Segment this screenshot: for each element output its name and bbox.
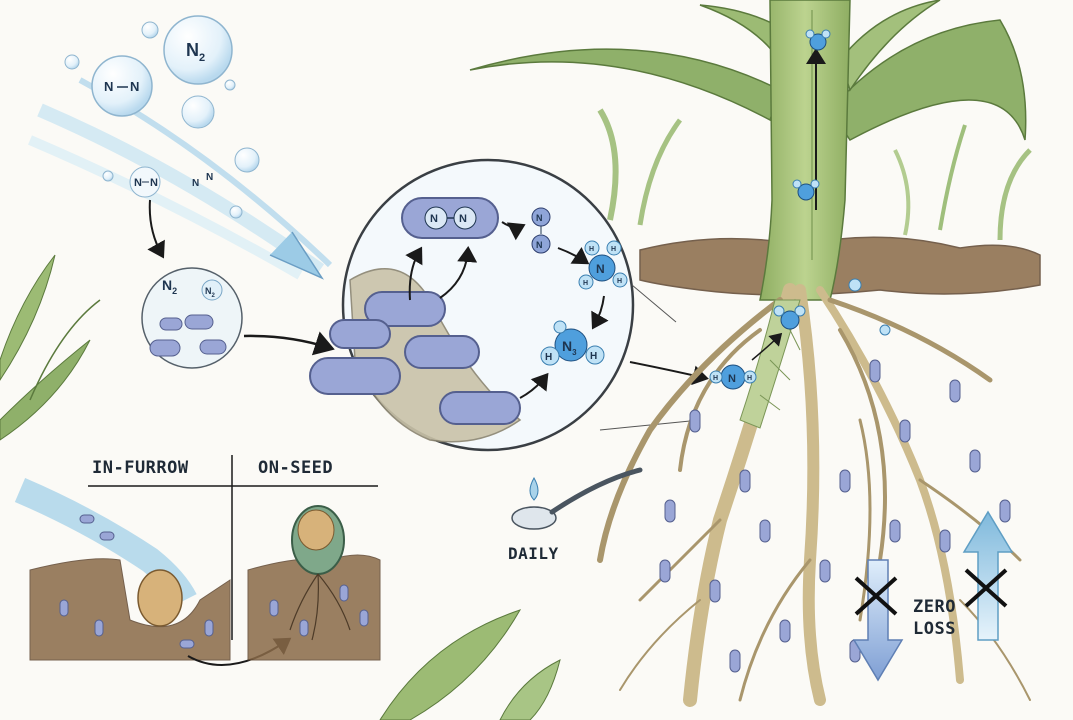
svg-text:N: N (150, 177, 158, 189)
svg-text:N: N (596, 262, 605, 276)
leaf-icon (0, 254, 101, 441)
ammonia-molecule-icon: N3 H H (540, 320, 605, 366)
cross-icon (964, 568, 1008, 608)
nitrogen-molecule-icon: N N (192, 172, 213, 189)
zero-loss-label: ZERO LOSS (913, 596, 956, 640)
n2-label: N2 (186, 40, 205, 64)
svg-text:N: N (206, 172, 213, 183)
bacteria-icon (199, 339, 227, 355)
cross-icon (854, 576, 898, 616)
ammonia-molecule-icon (805, 29, 831, 51)
bacteria-icon (149, 339, 181, 357)
spoon-icon (511, 467, 643, 530)
n3-label: N3 (562, 338, 577, 357)
svg-text:N: N (536, 240, 543, 250)
svg-text:N2: N2 (162, 277, 177, 296)
daily-label: DAILY (508, 544, 559, 563)
svg-text:H: H (583, 280, 588, 287)
svg-text:H: H (590, 351, 597, 362)
svg-text:N: N (130, 79, 139, 94)
nitrogen-bubble-icon: N2 (163, 15, 233, 85)
small-bacteria-bubble: N2 N2 (141, 267, 243, 369)
on-seed-label: ON-SEED (258, 458, 334, 478)
seed-icon (137, 569, 183, 627)
svg-text:N: N (728, 373, 736, 385)
leaf-icon (379, 609, 561, 720)
svg-text:H: H (713, 375, 718, 382)
ammonia-molecule-icon: N H H (709, 364, 757, 390)
svg-text:N: N (104, 79, 113, 94)
svg-text:N: N (536, 213, 543, 223)
svg-text:H: H (747, 375, 752, 382)
svg-text:N: N (134, 177, 142, 189)
n2-label: N2 (205, 286, 216, 299)
bacteria-icon (364, 291, 446, 327)
air-stream (28, 77, 333, 280)
svg-text:H: H (611, 246, 616, 253)
plant: N H H (469, 0, 1041, 707)
in-furrow-label: IN-FURROW (92, 458, 189, 478)
bacteria-icon (329, 319, 391, 349)
bacteria-icon: N N (401, 197, 499, 239)
nitrogen-bubble-icon: N N (91, 55, 153, 117)
svg-text:H: H (589, 246, 594, 253)
down-arrow-icon (852, 559, 904, 682)
bacteria-icon (659, 359, 1011, 673)
bacteria-icon (404, 335, 480, 369)
ammonia-molecule-icon: N H H H H (578, 240, 628, 290)
bacteria-icon (309, 357, 401, 395)
svg-text:N: N (192, 178, 199, 189)
zero-text: ZERO (913, 597, 956, 617)
in-furrow-illustration (14, 478, 231, 661)
svg-text:N: N (459, 213, 467, 225)
nitrogen-molecule-icon: N N (129, 166, 161, 198)
bacteria-icon (439, 391, 521, 425)
svg-text:H: H (617, 278, 622, 285)
bacteria-icon (159, 317, 183, 331)
svg-text:N: N (430, 213, 438, 225)
up-arrow-icon (962, 510, 1014, 641)
ammonia-molecule-icon (792, 179, 820, 201)
svg-text:H: H (545, 352, 552, 363)
ammonia-molecule-icon (773, 305, 806, 330)
nitrogen-molecule-icon: N N (531, 207, 551, 254)
bacteria-icon (184, 314, 214, 330)
loss-text: LOSS (913, 619, 956, 639)
on-seed-illustration (247, 505, 381, 661)
magnified-root-view: N N N N N H H H H (309, 158, 635, 452)
